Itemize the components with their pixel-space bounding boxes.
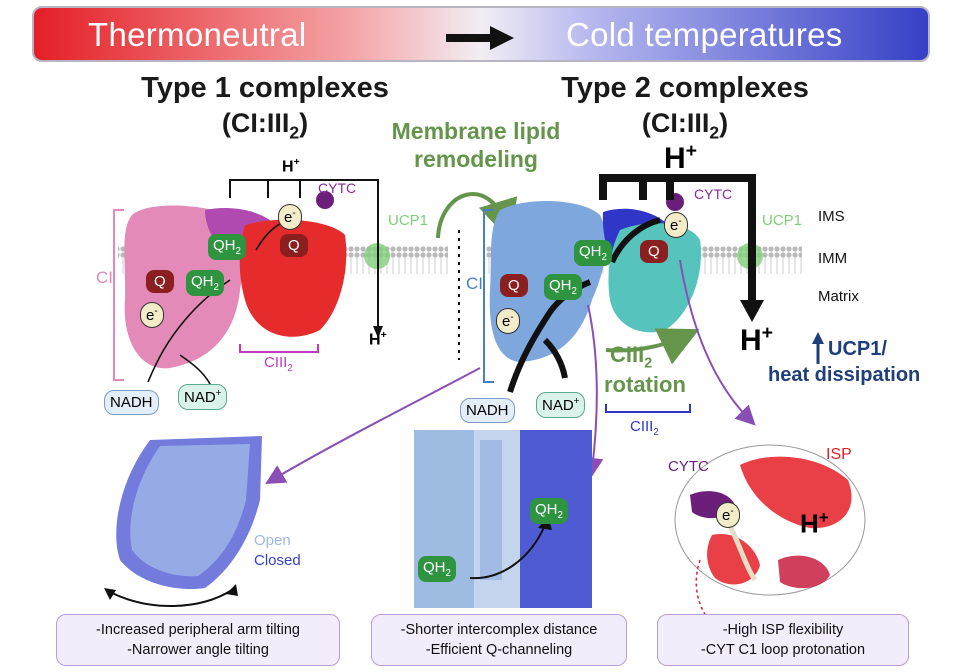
h-plus-left-top: H+ (282, 157, 300, 176)
type2-subtitle: (CI:III2) (641, 108, 729, 143)
banner-thermoneutral: Thermoneutral (88, 16, 307, 53)
ciii-right-teal (608, 223, 701, 333)
cytc-label-isp: CYTC (668, 458, 709, 475)
caption-middle: -Shorter intercomplex distance -Efficien… (371, 614, 627, 666)
nadh-right: NADH (460, 398, 515, 423)
caption-right-line1: -High ISP flexibility (722, 622, 844, 638)
ciii-label-left: CIII2 (264, 354, 293, 374)
caption-left-line1: -Increased peripheral arm tilting (96, 622, 300, 638)
ucp1-heat-line2: heat dissipation (768, 364, 921, 386)
nad-left: NAD+ (178, 384, 228, 410)
rotation-line1: CIII2 (610, 342, 653, 372)
qh2-left-bottom: QH2 (186, 270, 224, 296)
ciii-label-right: CIII2 (630, 418, 659, 438)
open-label: Open (254, 532, 291, 549)
imm-label: IMM (818, 250, 848, 267)
electron-right-bottom: e- (496, 308, 520, 334)
qh2-left-top: QH2 (208, 234, 246, 260)
closed-label: Closed (254, 552, 301, 569)
q-right-bottom: Q (500, 274, 528, 297)
cytc-label-left: CYTC (318, 180, 357, 196)
ciii-left-red (239, 219, 347, 337)
q-left-top: Q (280, 234, 308, 257)
ucp1-label-left: UCP1 (388, 212, 429, 229)
matrix-label: Matrix (818, 288, 859, 305)
h-plus-left-bottom: H+ (369, 330, 387, 349)
remodel-line2: remodeling (414, 146, 538, 172)
h-plus-right-top: H+ (664, 140, 698, 175)
electron-left-top: e- (278, 204, 302, 230)
electron-left-bottom: e- (140, 302, 164, 328)
nadh-left: NADH (104, 390, 159, 415)
banner-arrow-icon (446, 26, 514, 50)
ci-label-right: CI (466, 274, 483, 293)
caption-left-line2: -Narrower angle tilting (127, 642, 269, 658)
type1-subtitle: (CI:III2) (221, 108, 309, 143)
temperature-banner (32, 6, 930, 62)
h-plus-right-bottom: H+ (740, 322, 774, 357)
qh2-zoom-top: QH2 (530, 498, 568, 524)
caption-middle-line1: -Shorter intercomplex distance (400, 622, 598, 638)
ucp1-label-right: UCP1 (762, 212, 803, 229)
caption-right: -High ISP flexibility -CYT C1 loop proto… (657, 614, 909, 666)
cytc-label-right: CYTC (694, 186, 733, 202)
remodel-line1: Membrane lipid (391, 118, 561, 144)
ci-label-left: CI (96, 268, 113, 287)
q-left-bottom: Q (146, 270, 174, 293)
q-right-top: Q (640, 240, 668, 263)
caption-left: -Increased peripheral arm tilting -Narro… (56, 614, 340, 666)
ucp1-heat-line1: UCP1/ (828, 338, 887, 360)
qh2-right-bottom: QH2 (544, 274, 582, 300)
type1-title: Type 1 complexes (141, 72, 389, 104)
h-plus-isp: H+ (800, 508, 829, 539)
caption-right-line2: -CYT C1 loop protonation (700, 642, 866, 658)
cytc-left-shape (316, 191, 334, 209)
nad-right: NAD+ (536, 392, 586, 418)
caption-middle-line2: -Efficient Q-channeling (425, 642, 573, 658)
qh2-right-top: QH2 (574, 240, 612, 266)
type2-title: Type 2 complexes (561, 72, 809, 104)
isp-density (740, 456, 852, 529)
banner-cold: Cold temperatures (566, 16, 843, 53)
isp-label: ISP (826, 446, 852, 463)
electron-right-top: e- (664, 212, 688, 238)
qh2-zoom-bottom: QH2 (418, 556, 456, 582)
ims-label: IMS (818, 208, 845, 225)
rotation-line2: rotation (604, 372, 686, 397)
electron-isp: e- (716, 502, 740, 528)
